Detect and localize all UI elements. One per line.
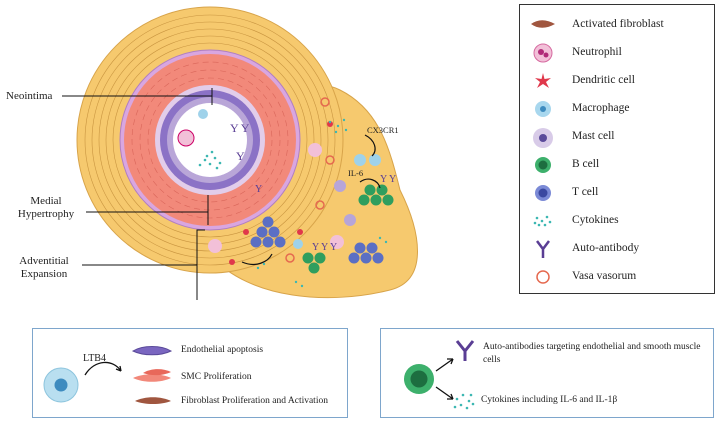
- il6-label: IL-6: [348, 168, 364, 178]
- endothelial-apoptosis-text: Endothelial apoptosis: [181, 345, 264, 355]
- vessel-diagram: Y Y Y: [62, 6, 418, 300]
- legend-item: Activated fibroblast: [520, 13, 716, 37]
- legend-item: B cell: [520, 153, 716, 177]
- legend-item: Vasa vasorum: [520, 265, 716, 289]
- lumen-macrophage: [198, 109, 208, 119]
- lumen-antibody: Y: [236, 149, 245, 163]
- legend-label: Auto-antibody: [572, 242, 640, 254]
- smc-proliferation-text: SMC Proliferation: [181, 372, 252, 382]
- legend-item: Auto-antibody: [520, 237, 716, 261]
- cytokines-text: Cytokines including IL-6 and IL-1β: [481, 395, 618, 405]
- mast-cell-icon: [533, 128, 553, 148]
- legend-label: Activated fibroblast: [572, 18, 664, 30]
- dendritic-cell-icon: [535, 73, 551, 88]
- lumen-neutrophil: [177, 129, 195, 147]
- macrophage-icon: [535, 101, 551, 117]
- ltb4-box: LTB4 Endothelial apoptosis SMC Prolifera…: [32, 328, 348, 418]
- il6-arrow: [359, 178, 381, 189]
- adventitial-expansion-label: Adventitial Expansion: [19, 255, 69, 280]
- ltb4-box-graphics: [43, 346, 173, 404]
- legend-label: T cell: [572, 186, 599, 198]
- b-cell-icon: [535, 157, 551, 173]
- legend-item: T cell: [520, 181, 716, 205]
- legend-box: Activated fibroblast Neutrophil Dendriti…: [519, 4, 715, 294]
- legend-label: Neutrophil: [572, 46, 622, 58]
- vasa-vasorum-icon: [536, 270, 550, 284]
- svg-text:Y Y Y: Y Y Y: [312, 242, 337, 253]
- legend-label: Macrophage: [572, 102, 630, 114]
- cytokines-icon: [533, 215, 552, 227]
- svg-text:Y Y: Y Y: [380, 174, 396, 185]
- auto-antibodies-text: Auto-antibodies targeting endothelial an…: [483, 342, 701, 365]
- fibroblast-proliferation-text: Fibroblast Proliferation and Activation: [181, 396, 328, 406]
- lumen-antibodies: Y Y: [230, 121, 250, 135]
- legend-label: Vasa vasorum: [572, 270, 637, 282]
- dc-arrow: [241, 253, 273, 266]
- activated-fibroblast-icon: [531, 20, 555, 28]
- neointima-layer: [155, 85, 265, 195]
- legend-label: Cytokines: [572, 214, 619, 226]
- medial-hypertrophy-label: Medial Hypertrophy: [17, 195, 75, 220]
- legend-item: Dendritic cell: [520, 69, 716, 93]
- legend-item: Macrophage: [520, 97, 716, 121]
- adventitial-cells: Y Y Y Y Y Y: [208, 97, 396, 288]
- legend-item: Mast cell: [520, 125, 716, 149]
- legend-label: Dendritic cell: [572, 74, 635, 86]
- legend-label: Mast cell: [572, 130, 615, 142]
- t-cell-icon: [535, 185, 551, 201]
- legend-label: B cell: [572, 158, 600, 170]
- b-cell-box-graphics: [404, 340, 475, 410]
- legend-item: Cytokines: [520, 209, 716, 233]
- neutrophil-icon: [533, 43, 553, 63]
- lumen-cytokines: [198, 150, 222, 170]
- legend-item: Neutrophil: [520, 41, 716, 65]
- adventitial-bracket: [196, 229, 205, 300]
- auto-antibody-icon: [536, 240, 550, 258]
- ltb4-label: LTB4: [83, 353, 106, 364]
- b-cell-effects-box: Auto-antibodies targeting endothelial an…: [380, 328, 714, 418]
- cx3cr1-label: CX3CR1: [367, 125, 399, 135]
- neointima-label: Neointima: [6, 90, 53, 102]
- svg-text:Y: Y: [255, 184, 262, 195]
- cx3cr1-arrow: [364, 134, 376, 157]
